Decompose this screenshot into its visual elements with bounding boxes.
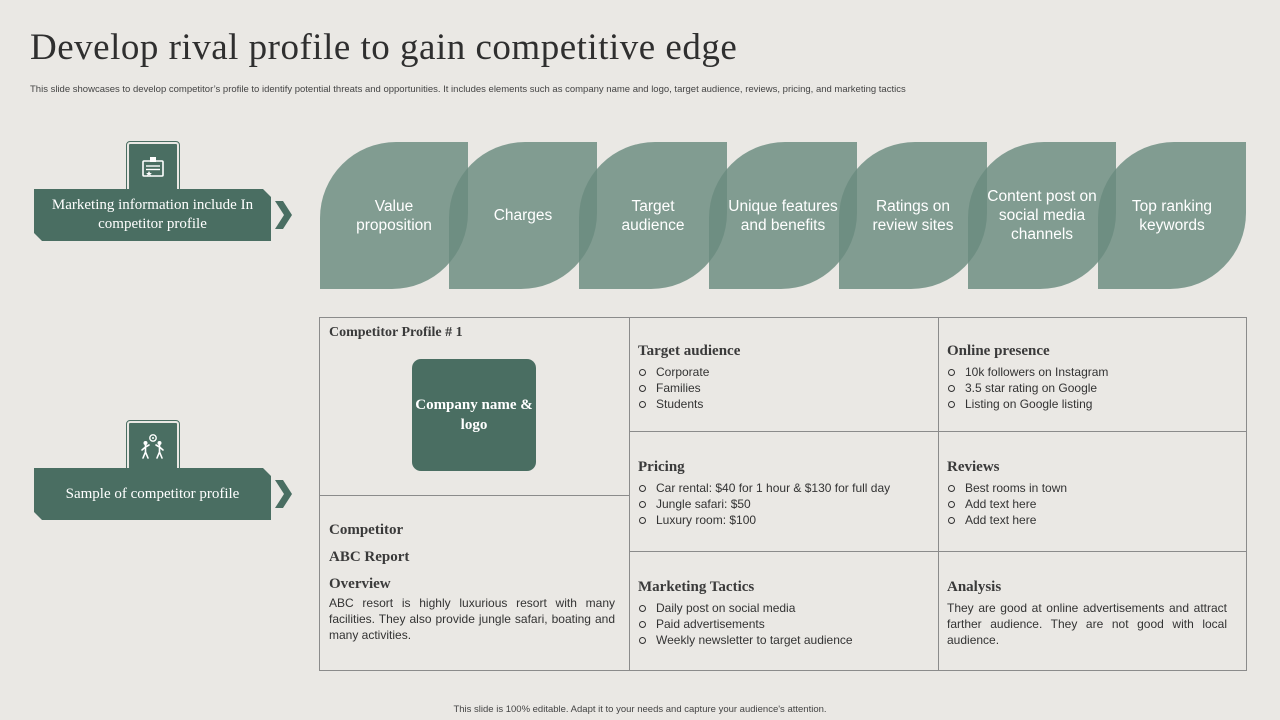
- divider: [629, 551, 1246, 552]
- report-label: ABC Report: [329, 549, 410, 565]
- list-item: Students: [638, 396, 928, 412]
- reviews-list: Best rooms in town Add text here Add tex…: [947, 480, 1237, 528]
- marketing-tactics-list: Daily post on social media Paid advertis…: [638, 600, 928, 648]
- chevron-right-icon: [275, 201, 292, 229]
- online-presence-title: Online presence: [947, 343, 1050, 359]
- pricing-title: Pricing: [638, 459, 685, 475]
- pricing-cell: Pricing Car rental: $40 for 1 hour & $13…: [638, 459, 928, 528]
- list-item: 10k followers on Instagram: [947, 364, 1237, 380]
- page-title: Develop rival profile to gain competitiv…: [30, 27, 738, 68]
- divider: [320, 495, 629, 496]
- list-item: Car rental: $40 for 1 hour & $130 for fu…: [638, 480, 928, 496]
- list-item: Paid advertisements: [638, 616, 928, 632]
- target-audience-title: Target audience: [638, 343, 741, 359]
- divider: [938, 318, 939, 670]
- list-item: Families: [638, 380, 928, 396]
- petal-top-keywords: Top ranking keywords: [1098, 142, 1246, 289]
- marketing-tactics-cell: Marketing Tactics Daily post on social m…: [638, 579, 928, 648]
- list-item: Weekly newsletter to target audience: [638, 632, 928, 648]
- online-presence-cell: Online presence 10k followers on Instagr…: [947, 343, 1237, 412]
- overview-title: Overview: [329, 576, 391, 592]
- list-item: Add text here: [947, 496, 1237, 512]
- petal-value-proposition: Value proposition: [320, 142, 468, 289]
- petal-target-audience: Target audience: [579, 142, 727, 289]
- marketing-info-label: Marketing information include In competi…: [34, 189, 271, 241]
- petal-ratings: Ratings on review sites: [839, 142, 987, 289]
- competitor-label: Competitor: [329, 522, 404, 538]
- divider: [629, 431, 1246, 432]
- list-item: Jungle safari: $50: [638, 496, 928, 512]
- target-audience-cell: Target audience Corporate Families Stude…: [638, 343, 928, 412]
- pricing-list: Car rental: $40 for 1 hour & $130 for fu…: [638, 480, 928, 528]
- online-presence-list: 10k followers on Instagram 3.5 star rati…: [947, 364, 1237, 412]
- petal-unique-features: Unique features and benefits: [709, 142, 857, 289]
- company-logo-placeholder: Company name & logo: [412, 359, 536, 471]
- overview-text: ABC resort is highly luxurious resort wi…: [329, 596, 615, 642]
- petal-charges: Charges: [449, 142, 597, 289]
- badge-icon: [142, 157, 164, 177]
- reviews-cell: Reviews Best rooms in town Add text here…: [947, 459, 1237, 528]
- competitor-profile-table: [319, 317, 1247, 671]
- list-item: Listing on Google listing: [947, 396, 1237, 412]
- analysis-text: They are good at online advertisements a…: [947, 601, 1227, 647]
- petal-content-post: Content post on social media channels: [968, 142, 1116, 289]
- list-item: Best rooms in town: [947, 480, 1237, 496]
- profile-heading: Competitor Profile # 1: [329, 325, 463, 340]
- sample-profile-icon-box: [126, 420, 180, 474]
- analysis-cell: Analysis They are good at online adverti…: [947, 579, 1227, 648]
- list-item: Luxury room: $100: [638, 512, 928, 528]
- divider: [629, 318, 630, 670]
- sample-profile-label: Sample of competitor profile: [34, 468, 271, 520]
- target-audience-list: Corporate Families Students: [638, 364, 928, 412]
- profile-heading-cell: Competitor Profile # 1: [329, 325, 463, 345]
- people-target-icon: [141, 434, 164, 459]
- list-item: 3.5 star rating on Google: [947, 380, 1237, 396]
- list-item: Daily post on social media: [638, 600, 928, 616]
- chevron-right-icon: [275, 480, 292, 508]
- marketing-tactics-title: Marketing Tactics: [638, 579, 755, 595]
- overview-cell: Competitor ABC Report Overview ABC resor…: [329, 522, 615, 643]
- footer-note: This slide is 100% editable. Adapt it to…: [453, 704, 827, 715]
- list-item: Corporate: [638, 364, 928, 380]
- list-item: Add text here: [947, 512, 1237, 528]
- marketing-info-icon-box: [126, 141, 180, 195]
- reviews-title: Reviews: [947, 459, 1000, 475]
- page-subtitle: This slide showcases to develop competit…: [30, 84, 906, 95]
- analysis-title: Analysis: [947, 579, 1002, 595]
